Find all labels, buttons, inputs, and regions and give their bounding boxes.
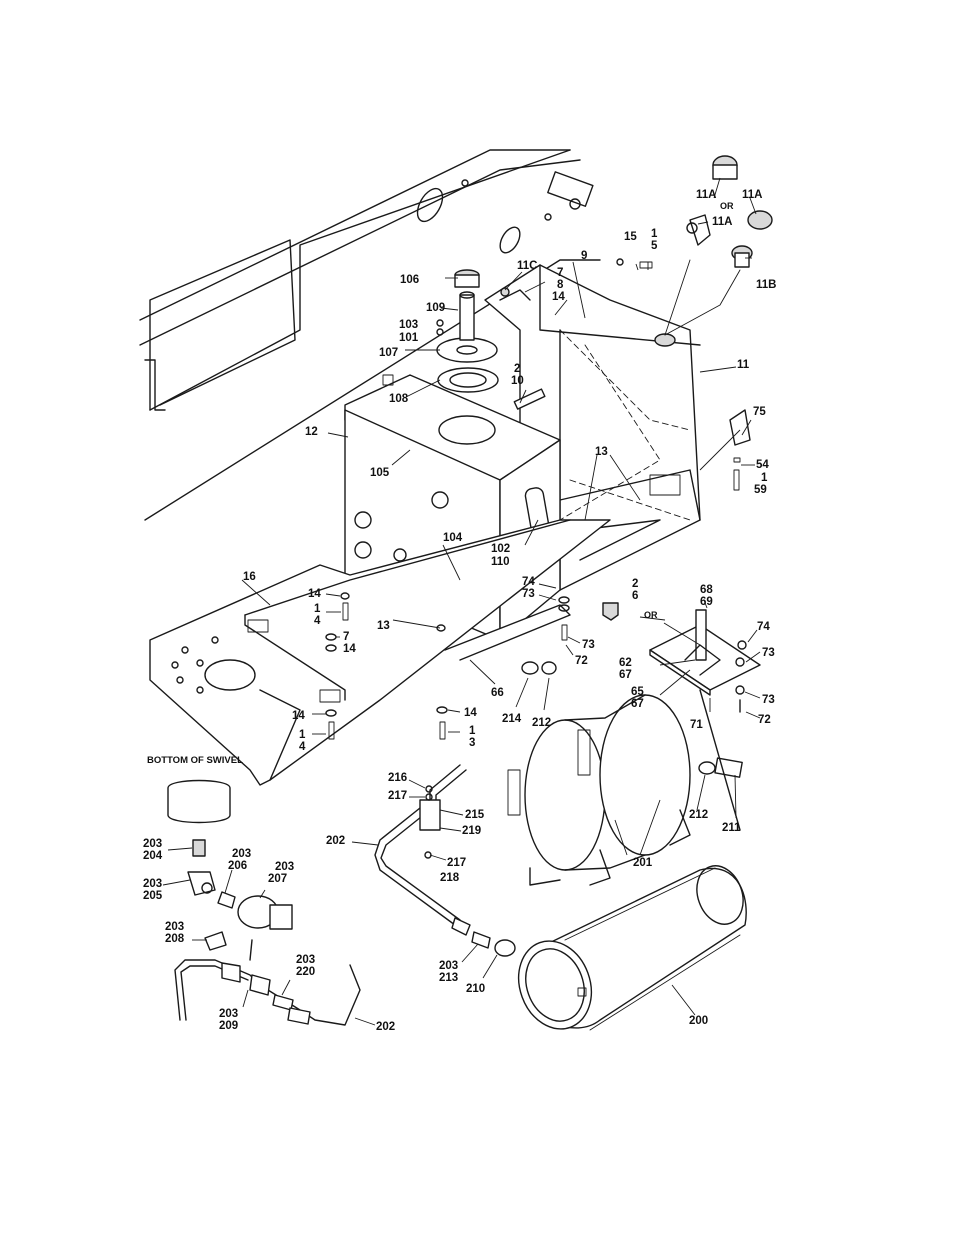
callout-107: 107 <box>379 347 398 359</box>
callout-75: 75 <box>753 406 766 418</box>
callout-72: 72 <box>575 655 588 667</box>
mount-plate-71 <box>602 602 761 713</box>
callout-14: 14 <box>292 710 305 722</box>
callout-11A: 11A <box>742 189 762 201</box>
callout-212: 212 <box>532 717 551 729</box>
callout-106: 106 <box>400 274 419 286</box>
callout-73: 73 <box>762 694 775 706</box>
breather-caps-11A-11B <box>616 155 773 336</box>
callout-108: 108 <box>389 393 409 405</box>
base-plate-16 <box>149 519 611 786</box>
callout-74: 74 <box>757 621 770 633</box>
callout-210: 210 <box>466 983 485 995</box>
callout-11: 11 <box>737 359 750 371</box>
callout-105: 105 <box>370 467 390 479</box>
callout-11A: 11A <box>696 189 716 201</box>
hose-202-and-fittings <box>374 764 516 957</box>
callout-71: 71 <box>690 719 703 731</box>
fasteners-misc <box>325 388 751 778</box>
tank-cover-parts <box>436 269 499 393</box>
callout-or: OR <box>644 610 658 620</box>
callout-54: 54 <box>756 459 769 471</box>
clamps-201 <box>507 689 741 886</box>
callout-11C: 11C <box>517 260 537 272</box>
callout-211: 211 <box>722 822 741 834</box>
filter-200 <box>517 865 747 1031</box>
callout-or: OR <box>720 201 734 211</box>
callout-13: 13 <box>595 446 608 458</box>
callout-219: 219 <box>462 825 481 837</box>
callout-15: 15 <box>624 231 637 243</box>
bottom-of-swivel-caption: BOTTOM OF SWIVEL <box>147 755 243 766</box>
leader-lines <box>162 177 761 1026</box>
callout-73: 73 <box>582 639 595 651</box>
callout-218: 218 <box>440 872 460 884</box>
callout-200: 200 <box>689 1015 708 1027</box>
swivel-fittings <box>167 779 361 1026</box>
callout-217: 217 <box>447 857 466 869</box>
callout-66: 66 <box>491 687 504 699</box>
callout-104: 104 <box>443 532 463 544</box>
callout-109: 109 <box>426 302 445 314</box>
callout-16: 16 <box>243 571 256 583</box>
callout-14: 14 <box>464 707 477 719</box>
callout-14: 14 <box>343 643 356 655</box>
callout-212: 212 <box>689 809 708 821</box>
callout-73: 73 <box>762 647 775 659</box>
callout-9: 9 <box>581 250 587 262</box>
callout-214: 214 <box>502 713 522 725</box>
callout-217: 217 <box>388 790 407 802</box>
callout-202: 202 <box>326 835 345 847</box>
callout-11A: 11A <box>712 216 732 228</box>
callout-202: 202 <box>376 1021 395 1033</box>
callout-11B: 11B <box>756 279 776 291</box>
callout-13: 13 <box>377 620 390 632</box>
callout-12: 12 <box>305 426 318 438</box>
callout-201: 201 <box>633 857 653 869</box>
frame-rail-background <box>139 149 601 521</box>
callout-216: 216 <box>388 772 407 784</box>
callout-215: 215 <box>465 809 485 821</box>
callout-7: 7 <box>343 631 349 643</box>
callout-72: 72 <box>758 714 771 726</box>
callout-14: 14 <box>308 588 321 600</box>
